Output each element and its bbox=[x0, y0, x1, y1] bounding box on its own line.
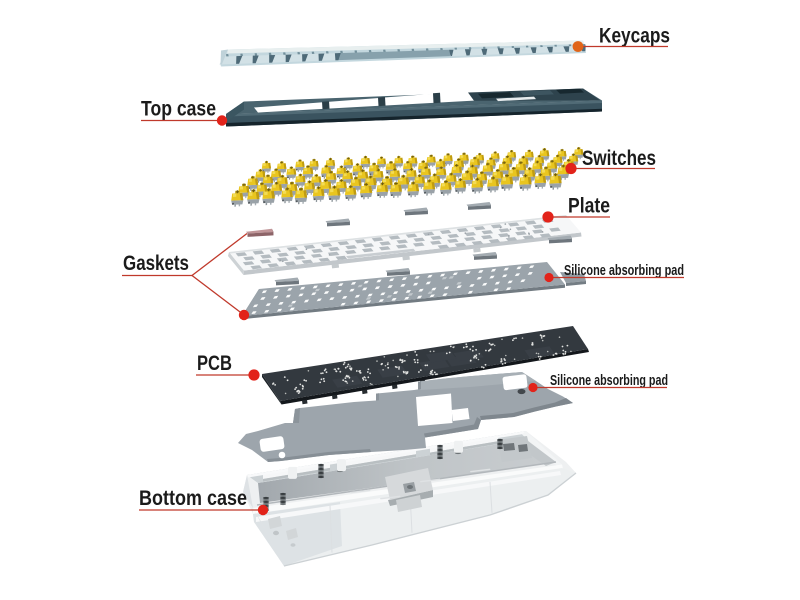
svg-text:Bottom case: Bottom case bbox=[139, 487, 247, 510]
svg-text:Gaskets: Gaskets bbox=[123, 252, 189, 275]
svg-text:Switches: Switches bbox=[582, 147, 656, 170]
svg-text:Silicone absorbing pad: Silicone absorbing pad bbox=[564, 262, 684, 279]
svg-text:Plate: Plate bbox=[568, 195, 610, 218]
svg-text:PCB: PCB bbox=[197, 352, 232, 375]
svg-text:Keycaps: Keycaps bbox=[599, 25, 670, 48]
svg-text:Silicone absorbing pad: Silicone absorbing pad bbox=[550, 372, 668, 389]
svg-text:Top case: Top case bbox=[141, 98, 216, 121]
